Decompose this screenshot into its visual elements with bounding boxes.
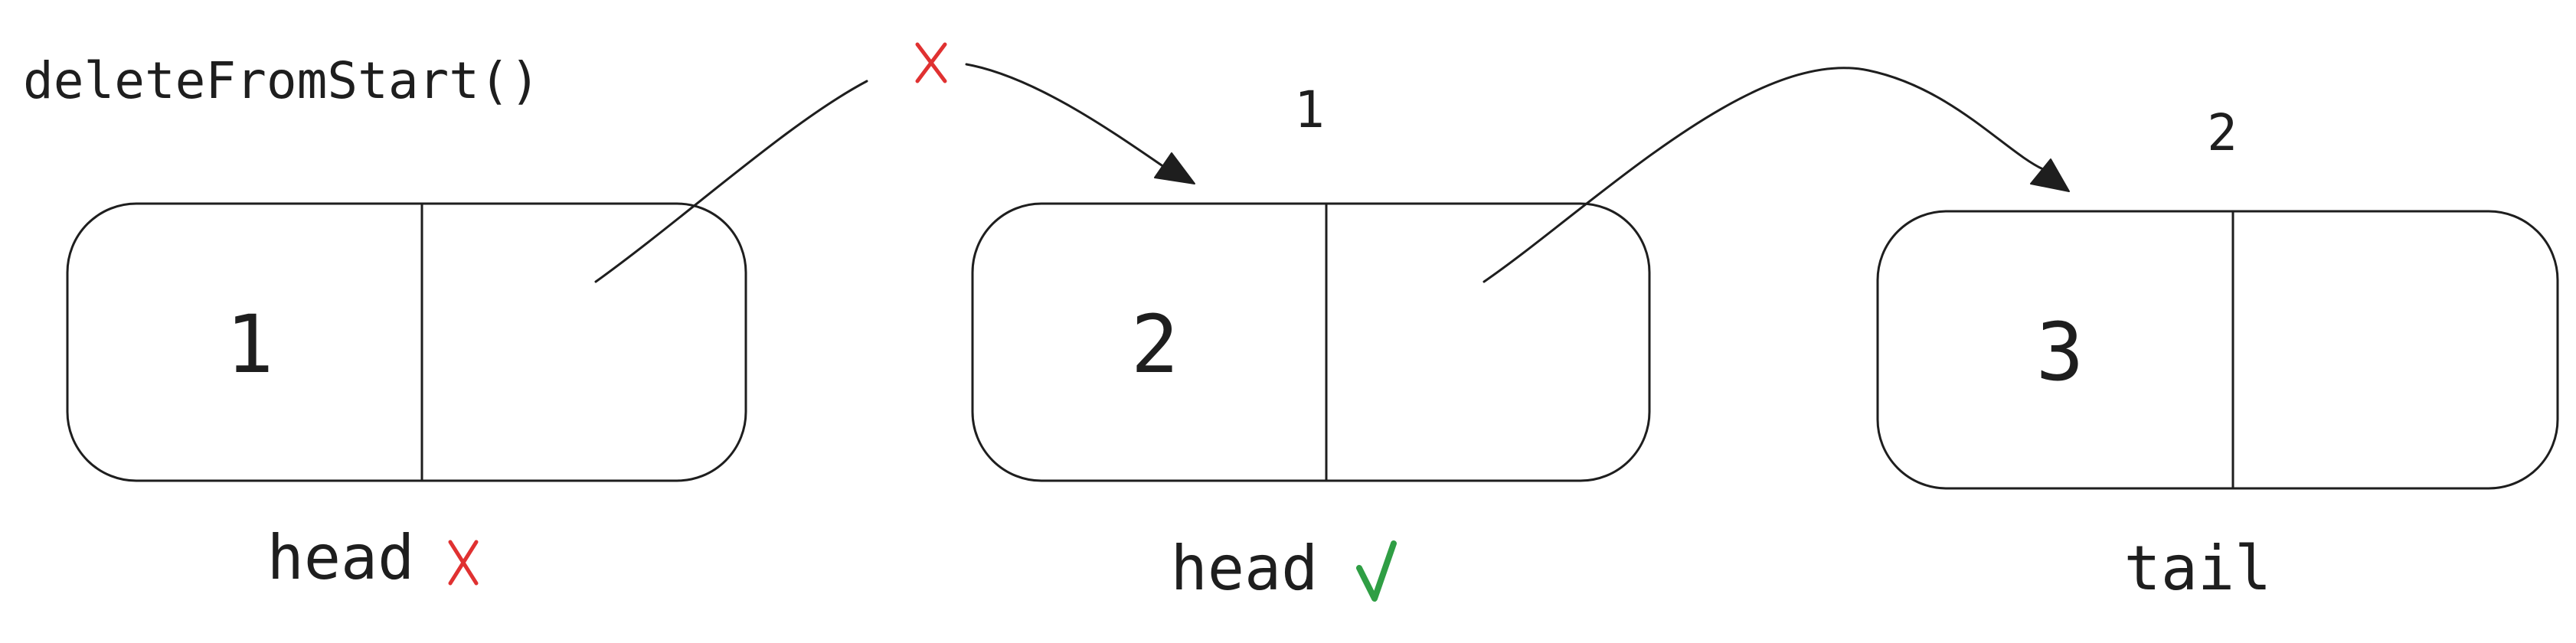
node-3-index: 2 bbox=[2207, 103, 2238, 162]
node-1: 1 head bbox=[66, 202, 747, 593]
next-pointer-arrow bbox=[1483, 67, 2070, 283]
cross-icon bbox=[915, 42, 947, 83]
node-2-index: 1 bbox=[1294, 80, 1325, 139]
node-1-label: head bbox=[267, 522, 415, 593]
next-pointer-line bbox=[1483, 67, 2046, 283]
node-3-label: tail bbox=[2124, 533, 2272, 604]
arrowhead-icon bbox=[1154, 152, 1195, 184]
cross-icon bbox=[448, 540, 479, 586]
node-2-value: 2 bbox=[1131, 298, 1179, 391]
removed-link bbox=[594, 42, 947, 283]
node-3: 3 2 tail bbox=[1876, 103, 2559, 604]
node-2-box bbox=[971, 202, 1651, 482]
node-2-label: head bbox=[1171, 533, 1319, 604]
node-3-value: 3 bbox=[2036, 305, 2084, 399]
node-3-box bbox=[1876, 210, 2559, 490]
node-1-value: 1 bbox=[226, 298, 274, 391]
head-pointer-line bbox=[965, 63, 1165, 168]
removed-link-line bbox=[594, 80, 868, 283]
arrowhead-icon bbox=[2030, 158, 2070, 192]
node-1-box bbox=[66, 202, 747, 482]
page-title: deleteFromStart() bbox=[23, 51, 541, 110]
head-pointer-arrow bbox=[965, 63, 1195, 184]
check-icon bbox=[1356, 540, 1397, 602]
node-2: 2 1 head bbox=[971, 80, 1651, 604]
